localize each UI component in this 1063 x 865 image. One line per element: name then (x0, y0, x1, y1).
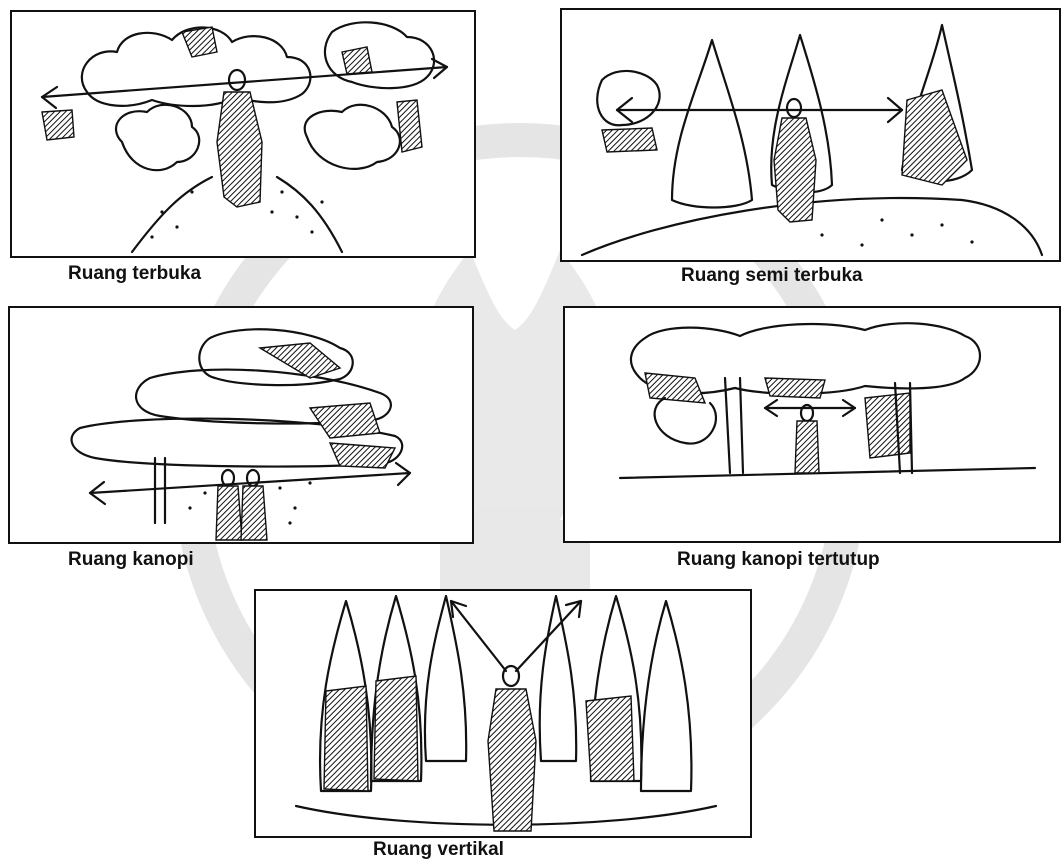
panel-vertical-space (254, 589, 752, 838)
panel-canopy-space (8, 306, 474, 544)
vertical-space-illustration (256, 591, 750, 836)
caption-vertical-space: Ruang vertikal (373, 839, 504, 861)
panel-semi-open-space (560, 8, 1061, 262)
panel-closed-canopy-space (563, 306, 1061, 543)
caption-canopy-space: Ruang kanopi (68, 549, 194, 571)
panel-open-space (10, 10, 476, 258)
semi-open-space-illustration (562, 10, 1059, 260)
canopy-space-illustration (10, 308, 472, 542)
caption-semi-open-space: Ruang semi terbuka (681, 265, 863, 287)
caption-closed-canopy-space: Ruang kanopi tertutup (677, 549, 880, 571)
caption-open-space: Ruang terbuka (68, 263, 201, 285)
closed-canopy-space-illustration (565, 308, 1059, 541)
open-space-illustration (12, 12, 474, 256)
